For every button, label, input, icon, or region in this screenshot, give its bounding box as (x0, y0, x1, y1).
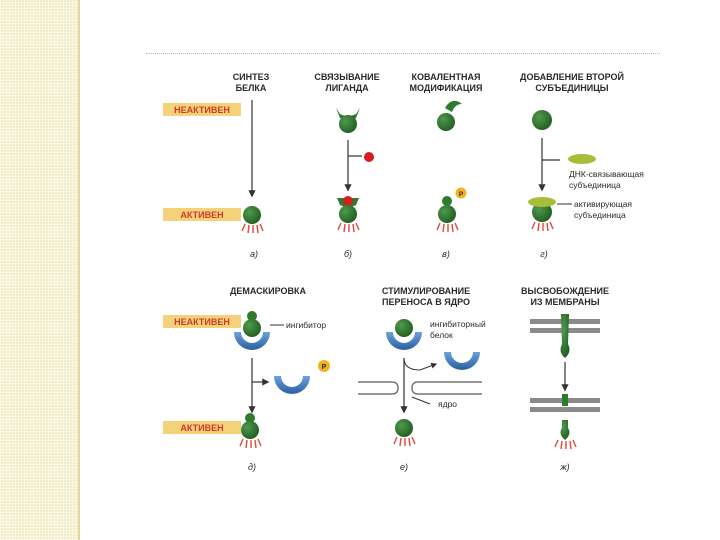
caption-a: а) (250, 249, 258, 259)
label-inhibitor-protein-2: белок (430, 330, 453, 340)
header-transfer-line1: СТИМУЛИРОВАНИЕ (382, 286, 470, 296)
protein-active-c (438, 205, 456, 223)
header-synthesis-line2: БЕЛКА (236, 83, 267, 93)
caption-b: б) (344, 249, 352, 259)
header-subunit-line2: СУБЪЕДИНИЦЫ (535, 83, 608, 93)
state-active-bottom: АКТИВЕН (180, 423, 223, 433)
activity-rays-e (240, 439, 261, 448)
membrane-protein-released (561, 420, 570, 440)
activity-rays-g (555, 440, 576, 449)
membrane-anchor-remnant (562, 394, 568, 406)
phosphate-c-label: P (459, 191, 464, 198)
header-release-line1: ВЫСВОБОЖДЕНИЕ (521, 286, 609, 296)
ligand-free (364, 152, 374, 162)
caption-g: ж) (559, 462, 569, 472)
protein-active-b (339, 205, 357, 223)
label-nucleus: ядро (438, 399, 457, 409)
membrane-bottom-2 (530, 407, 600, 412)
protein-inactive-b (339, 115, 357, 133)
header-covalent-line1: КОВАЛЕНТНАЯ (412, 72, 481, 82)
label-inhibitor-protein-1: ингибиторный (430, 319, 486, 329)
protein-active-e (241, 421, 259, 439)
label-dna-binding-2: субъединица (569, 180, 621, 190)
activity-rays-d (532, 222, 553, 231)
inhibitor-protein-released-f (444, 352, 480, 370)
inhibitor-released-e (274, 376, 310, 394)
protein-knob-c (442, 196, 452, 206)
state-active-top: АКТИВЕН (180, 210, 223, 220)
activity-rays-c (437, 223, 458, 232)
state-inactive-bottom: НЕАКТИВЕН (174, 317, 230, 327)
header-subunit-line1: ДОБАВЛЕНИЕ ВТОРОЙ (520, 71, 624, 82)
nuclear-envelope-left (358, 382, 398, 394)
protein-modif-domain-c (445, 101, 462, 112)
label-inhibitor: ингибитор (286, 320, 326, 330)
header-transfer-line2: ПЕРЕНОСА В ЯДРО (382, 297, 470, 307)
protein-inactive-c (437, 113, 455, 131)
membrane-protein-inactive (561, 314, 570, 358)
state-inactive-top: НЕАКТИВЕН (174, 105, 230, 115)
activating-subunit-free (568, 154, 596, 164)
header-ligand-line1: СВЯЗЫВАНИЕ (314, 72, 379, 82)
header-covalent-line2: МОДИФИКАЦИЯ (410, 83, 483, 93)
header-synthesis-line1: СИНТЕЗ (233, 72, 270, 82)
caption-f: е) (400, 462, 408, 472)
header-release-line2: ИЗ МЕМБРАНЫ (530, 297, 599, 307)
activating-subunit-bound (528, 197, 556, 207)
arrow-transfer-branch (404, 358, 436, 370)
protein-active-f (395, 419, 413, 437)
caption-c: в) (442, 249, 450, 259)
label-activating-2: субъединица (574, 210, 626, 220)
ligand-bound (343, 196, 353, 206)
protein-inactive-f (395, 319, 413, 337)
activity-rays-a (242, 224, 263, 233)
caption-d: г) (540, 249, 547, 259)
activity-rays-f (394, 437, 415, 446)
header-unmask: ДЕМАСКИРОВКА (230, 286, 307, 296)
nuclear-envelope-right (412, 382, 482, 394)
label-dna-binding-1: ДНК-связывающая (569, 169, 644, 179)
protein-active-a (243, 206, 261, 224)
protein-inactive-e (243, 319, 261, 337)
activity-rays-b (338, 223, 359, 232)
label-activating-1: активирующая (574, 199, 632, 209)
pointer-nucleus (412, 397, 430, 404)
protein-inactive-d (532, 110, 552, 130)
caption-e: д) (248, 462, 256, 472)
header-ligand-line2: ЛИГАНДА (325, 83, 369, 93)
phosphate-e-label: P (322, 364, 327, 371)
